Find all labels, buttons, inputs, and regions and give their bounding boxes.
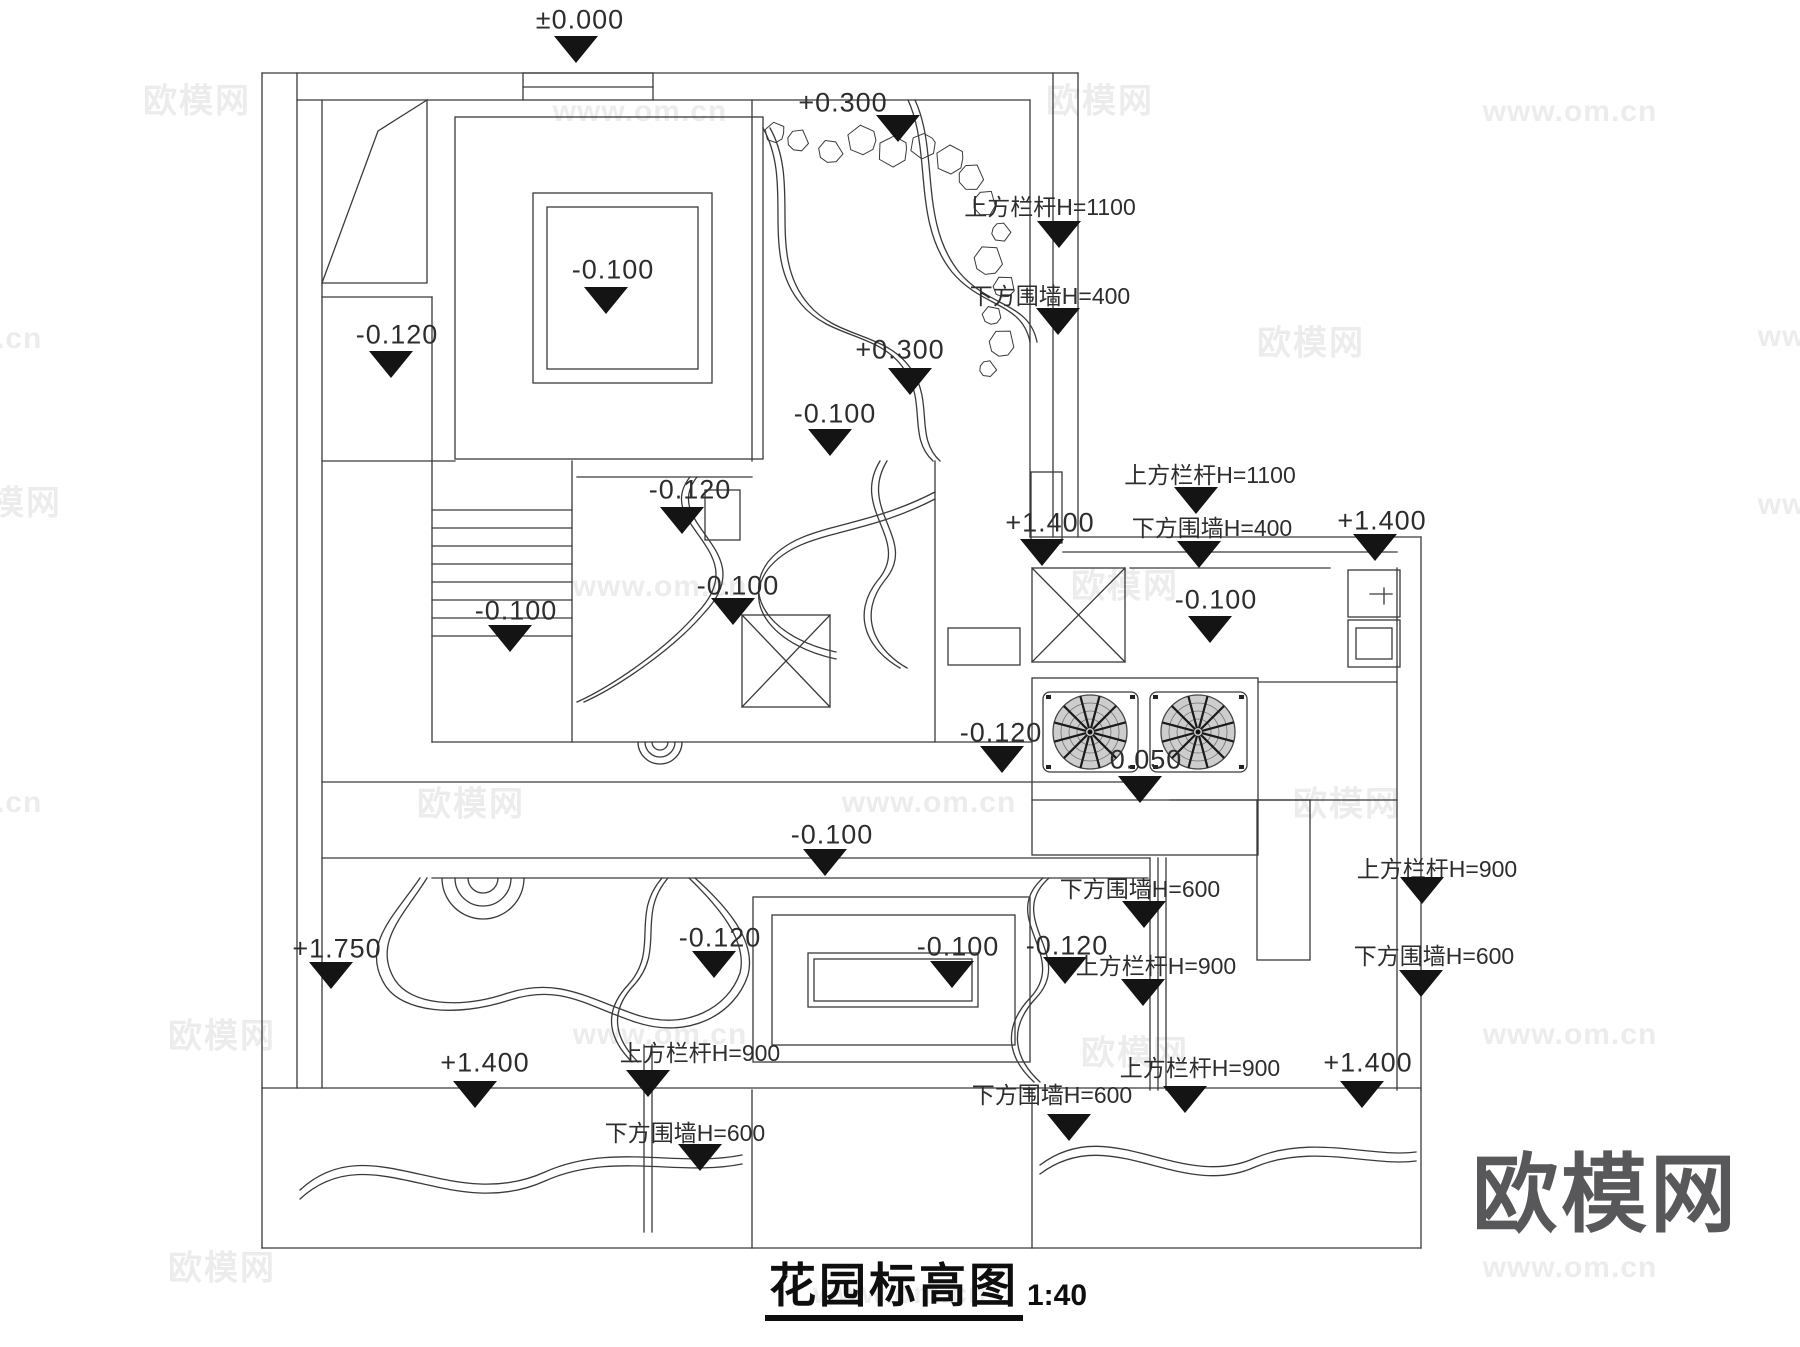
elevation-triangle-icon xyxy=(711,598,755,625)
elevation-marker-label: 下方围墙H=600 xyxy=(971,1082,1133,1108)
elevation-triangle-icon xyxy=(678,1144,722,1171)
elevation-marker-label: +1.400 xyxy=(1005,507,1095,538)
elevation-marker-label: -0.120 xyxy=(355,319,439,350)
elevation-marker-label: +0.300 xyxy=(855,334,945,365)
elevation-marker-label: +1.750 xyxy=(292,933,382,964)
elevation-triangle-icon xyxy=(626,1070,670,1097)
elevation-marker-label: -0.120 xyxy=(959,717,1043,748)
elevation-triangle-icon xyxy=(1121,979,1165,1006)
elevation-marker-label: 下方围墙H=400 xyxy=(969,283,1131,309)
elevation-triangle-icon xyxy=(876,115,920,142)
elevation-triangle-icon xyxy=(1174,487,1218,514)
elevation-triangle-icon xyxy=(660,507,704,534)
watermark-text: 欧模网 xyxy=(1081,1034,1189,1073)
elevation-triangle-icon xyxy=(309,962,353,989)
elevation-marker-label: -0.100 xyxy=(571,254,655,285)
elevation-marker-label: 0.050 xyxy=(1109,744,1183,775)
site-logo: 欧模网 xyxy=(1472,1147,1739,1243)
elevation-marker-label: 下方围墙H=600 xyxy=(1353,943,1515,969)
elevation-marker-label: -0.100 xyxy=(696,570,780,601)
elevation-marker-label: +1.400 xyxy=(1337,505,1427,536)
elevation-triangle-icon xyxy=(488,625,532,652)
elevation-marker-label: -0.100 xyxy=(1174,584,1258,615)
elevation-triangle-icon xyxy=(1353,534,1397,561)
elevation-triangle-icon xyxy=(369,351,413,378)
elevation-marker-label: 下方围墙H=600 xyxy=(1059,876,1221,902)
watermark-text: 欧模网 xyxy=(168,1017,276,1056)
elevation-marker-label: -0.120 xyxy=(678,922,762,953)
watermark-text: www.om.cn xyxy=(572,1018,748,1051)
watermark-text: www.om.cn xyxy=(812,1277,988,1310)
elevation-triangle-icon xyxy=(1122,901,1166,928)
elevation-triangle-icon xyxy=(930,961,974,988)
watermark-text: 欧模网 xyxy=(168,1249,276,1288)
elevation-marker-label: -0.100 xyxy=(474,595,558,626)
watermark-text: www.om.cn xyxy=(1482,1018,1658,1051)
elevation-marker-label: 上方栏杆H=900 xyxy=(1119,1055,1281,1081)
watermark-text: 欧模网 xyxy=(417,785,525,824)
elevation-triangle-icon xyxy=(1163,1086,1207,1113)
elevation-marker-label: -0.100 xyxy=(790,819,874,850)
watermark-text: www.om.cn xyxy=(0,322,43,355)
watermark-text: 欧模网 xyxy=(1046,82,1154,121)
elevation-triangle-icon xyxy=(1399,970,1443,997)
watermark-text: www.om.cn xyxy=(1482,1251,1658,1284)
elevation-triangle-icon xyxy=(1047,1114,1091,1141)
elevation-marker-label: +1.400 xyxy=(1323,1047,1413,1078)
watermark-text: 欧模网 xyxy=(143,82,251,121)
elevation-marker-label: -0.100 xyxy=(916,931,1000,962)
elevation-triangle-icon xyxy=(1043,957,1087,984)
elevation-triangle-icon xyxy=(692,951,736,978)
elevation-triangle-icon xyxy=(1400,877,1444,904)
elevation-triangle-icon xyxy=(1020,539,1064,566)
watermark-text: www.om.cn xyxy=(841,786,1017,819)
elevation-triangle-icon xyxy=(1036,308,1080,335)
elevation-triangle-icon xyxy=(888,368,932,395)
elevation-triangle-icon xyxy=(1037,221,1081,248)
elevation-marker-label: -0.120 xyxy=(1025,930,1109,961)
watermark-text: 欧模网 xyxy=(0,484,62,523)
watermark-text: 欧模网 xyxy=(1071,567,1179,606)
elevation-marker-label: 上方栏杆H=900 xyxy=(1075,953,1237,979)
elevation-triangle-icon xyxy=(584,287,628,314)
elevation-marker-label: 下方围墙H=600 xyxy=(604,1120,766,1146)
elevation-triangle-icon xyxy=(808,429,852,456)
watermark-text: www.om.cn xyxy=(572,570,748,603)
elevation-marker-label: 下方围墙H=400 xyxy=(1131,515,1293,541)
elevation-triangle-icon xyxy=(1118,776,1162,803)
watermark-text: 欧模网 xyxy=(1293,785,1401,824)
elevation-triangle-icon xyxy=(453,1081,497,1108)
elevation-triangle-icon xyxy=(980,746,1024,773)
elevation-triangle-icon xyxy=(803,849,847,876)
elevation-triangle-icon xyxy=(1340,1081,1384,1108)
watermark-text: www.om.cn xyxy=(1482,95,1658,128)
elevation-triangle-icon xyxy=(1188,616,1232,643)
elevation-marker-label: -0.100 xyxy=(793,398,877,429)
watermark-text: 欧模网 xyxy=(1257,324,1365,363)
elevation-marker-label: 上方栏杆H=900 xyxy=(619,1040,781,1066)
elevation-marker-label: 上方栏杆H=1100 xyxy=(964,194,1136,220)
elevation-triangle-icon xyxy=(1177,541,1221,568)
watermark-text: www.om.cn xyxy=(0,786,43,819)
elevation-triangle-icon xyxy=(554,36,598,63)
elevation-marker-label: ±0.000 xyxy=(535,4,625,35)
drawing-title: 花园标高图 xyxy=(765,1262,1023,1321)
drawing-scale: 1:40 xyxy=(1027,1279,1088,1312)
watermark-text: www.om.cn xyxy=(1757,488,1800,521)
elevation-marker-label: -0.120 xyxy=(648,474,732,505)
drawing-title-block: 花园标高图 1:40 xyxy=(765,1262,1087,1321)
watermark-text: www.om.cn xyxy=(1757,320,1800,353)
elevation-marker-label: +1.400 xyxy=(440,1047,530,1078)
elevation-marker-label: +0.300 xyxy=(798,87,888,118)
elevation-marker-label: 上方栏杆H=1100 xyxy=(1124,462,1296,488)
